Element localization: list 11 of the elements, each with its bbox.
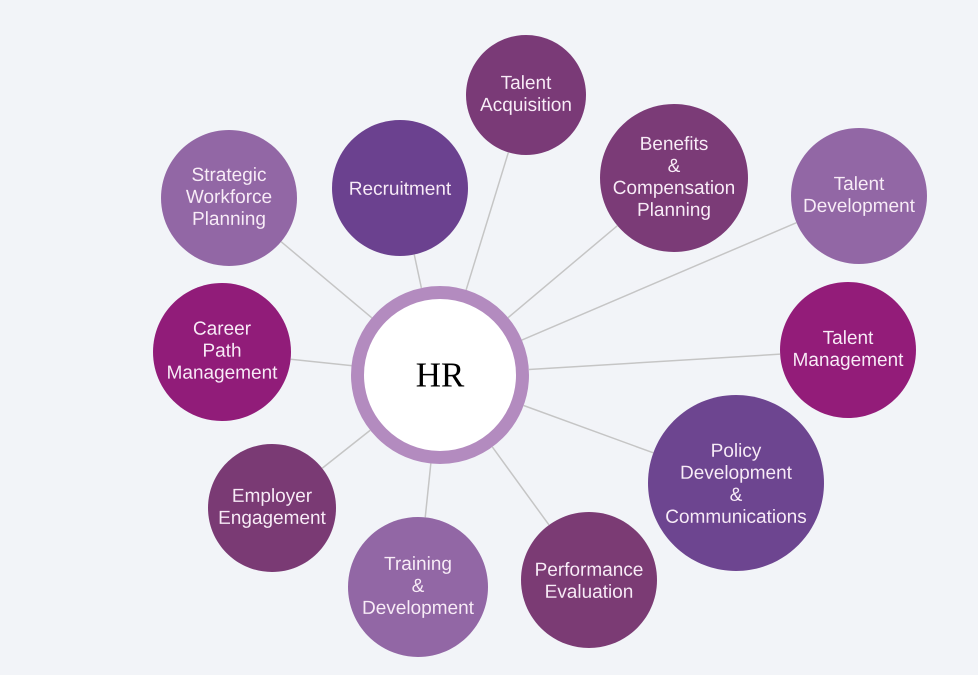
connector-line	[522, 222, 797, 341]
connector-line	[424, 463, 432, 518]
connector-line	[523, 404, 654, 454]
connector-line	[290, 358, 352, 366]
connector-line	[508, 225, 618, 318]
connector-line	[528, 353, 780, 370]
connector-line	[492, 446, 550, 526]
connector-line	[414, 254, 422, 288]
connector-line	[322, 430, 371, 469]
connector-line	[280, 241, 372, 318]
connector-line	[465, 152, 510, 290]
